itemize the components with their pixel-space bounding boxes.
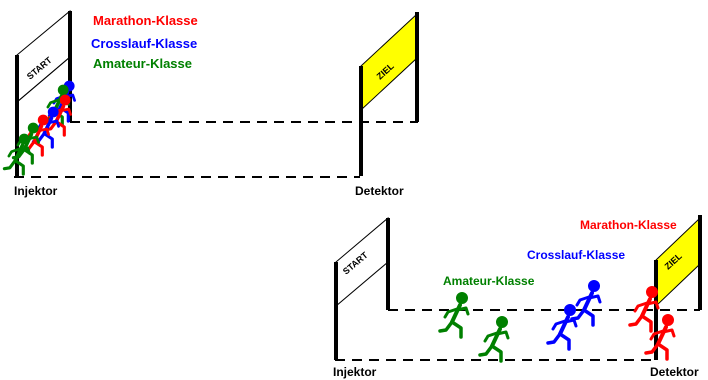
finish-gate-bottom: ZIEL [654, 215, 702, 360]
legend-crosslauf-top: Crosslauf-Klasse [91, 36, 197, 51]
injector-label-bottom: Injektor [333, 365, 377, 379]
detector-label-bottom: Detektor [650, 365, 699, 379]
runner-icon-green-bottom-2 [478, 314, 510, 363]
class-label-marathon-bottom: Marathon-Klasse [580, 218, 677, 232]
injector-label-top: Injektor [14, 184, 58, 198]
class-label-crosslauf-bottom: Crosslauf-Klasse [527, 248, 625, 262]
legend-marathon-top: Marathon-Klasse [93, 13, 198, 28]
bottom-scene: START ZIEL Marathon-Klasse Crosslauf-Kla… [333, 215, 702, 379]
runner-icon-red-bottom-1 [628, 284, 660, 333]
runner-icon-green-bottom-1 [438, 290, 470, 339]
runner-icon-blue-bottom-1 [570, 278, 602, 327]
start-gate-bottom: START [334, 216, 390, 360]
top-scene: START ZIEL Marathon-Klasse Crosslauf-Kla… [2, 9, 419, 198]
class-label-amateur-bottom: Amateur-Klasse [443, 274, 535, 288]
finish-gate-top: ZIEL [359, 12, 419, 176]
runner-icon-blue-bottom-2 [546, 302, 578, 351]
detector-label-top: Detektor [355, 184, 404, 198]
legend-amateur-top: Amateur-Klasse [93, 56, 192, 71]
